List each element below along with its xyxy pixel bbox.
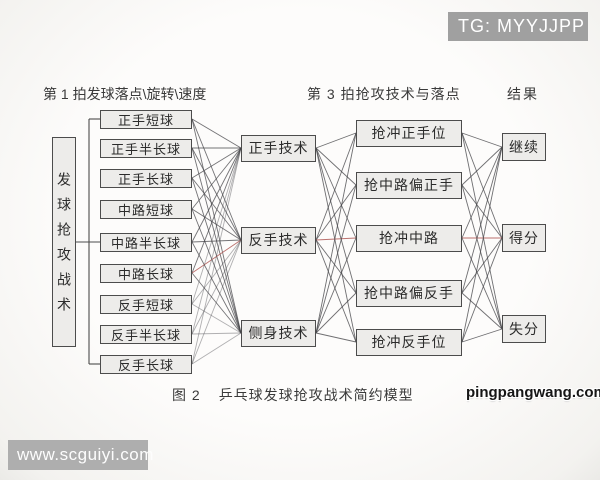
serve-node-1: 正手半长球 <box>100 138 192 158</box>
attack-node-2: 抢冲中路 <box>356 224 462 252</box>
attack-node-4: 抢冲反手位 <box>356 328 462 356</box>
serve-node-3: 中路短球 <box>100 199 192 219</box>
figure-caption: 图 2 乒乓球发球抢攻战术简约模型 <box>172 385 414 405</box>
column-header-attack: 第 3 拍抢攻技术与落点 <box>307 86 461 102</box>
attack-node-0: 抢冲正手位 <box>356 119 462 147</box>
serve-node-6: 反手短球 <box>100 294 192 314</box>
figure-number: 图 2 <box>172 387 201 403</box>
serve-node-2: 正手长球 <box>100 168 192 188</box>
serve-node-7: 反手半长球 <box>100 324 192 344</box>
column-header-result: 结果 <box>507 86 539 102</box>
result-node-0: 继续 <box>502 133 546 161</box>
root-tactic-box: 发球抢攻战术 <box>52 137 76 347</box>
technique-node-1: 反手技术 <box>241 226 316 254</box>
attack-node-3: 抢中路偏反手 <box>356 279 462 307</box>
technique-node-2: 侧身技术 <box>241 319 316 347</box>
serve-node-5: 中路长球 <box>100 263 192 283</box>
figure-title: 乒乓球发球抢攻战术简约模型 <box>218 387 414 403</box>
technique-node-0: 正手技术 <box>241 134 316 162</box>
result-node-2: 失分 <box>502 315 546 343</box>
serve-node-8: 反手长球 <box>100 354 192 374</box>
column-header-serve: 第 1 拍发球落点\旋转\速度 <box>43 86 207 102</box>
result-node-1: 得分 <box>502 224 546 252</box>
attack-node-1: 抢中路偏正手 <box>356 171 462 199</box>
scguiyi-watermark: www.scguiyi.com <box>8 440 153 470</box>
serve-node-0: 正手短球 <box>100 109 192 129</box>
tg-watermark-badge: TG: MYYJJPP <box>448 12 588 41</box>
serve-node-4: 中路半长球 <box>100 232 192 252</box>
pingpangwang-watermark: pingpangwang.com <box>466 384 600 401</box>
